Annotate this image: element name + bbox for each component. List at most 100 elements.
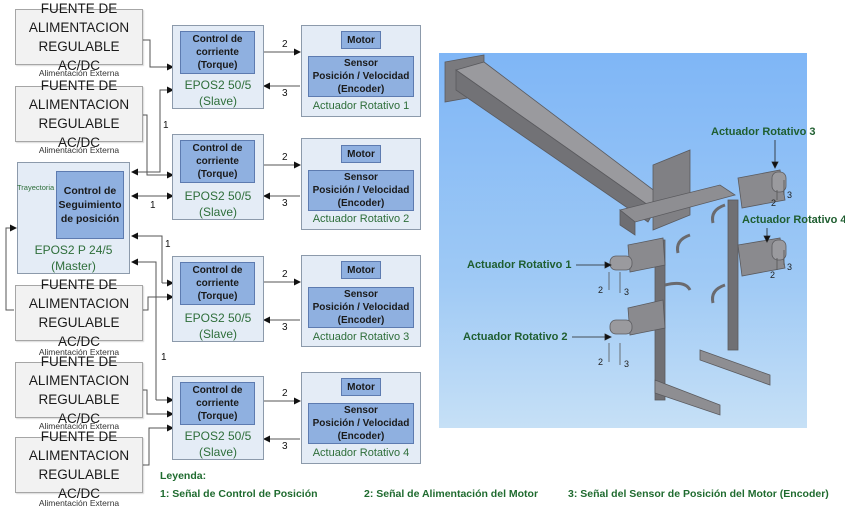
motor-2: Motor: [341, 145, 381, 163]
inner-line: corriente: [196, 398, 239, 409]
signal-3-label: 3: [282, 198, 288, 209]
slave-label-line: (Slave): [198, 327, 237, 341]
cad-pin-2: 2: [598, 285, 604, 295]
sensor-line: Posición / Velocidad: [312, 302, 410, 313]
cad-pin-3: 3: [624, 287, 630, 297]
ctrl-line-1: [158, 86, 174, 173]
cad-pin-3: 3: [787, 190, 793, 200]
power-line-master: [5, 224, 17, 311]
slave-label-2: EPOS2 50/5 (Slave): [172, 188, 264, 220]
inner-line: (Torque): [197, 169, 238, 180]
current-control-1: Control de corriente (Torque): [180, 31, 255, 74]
power-supply-line: REGULABLE AC/DC: [38, 315, 120, 349]
power-supply-line: ALIMENTACION: [28, 373, 130, 388]
sensor-line: Sensor: [344, 172, 378, 183]
slave-label-line: EPOS2 50/5: [184, 78, 252, 92]
power-line-4: [143, 389, 174, 418]
signal-1-label: 1: [165, 239, 171, 250]
current-control-3: Control de corriente (Torque): [180, 262, 255, 305]
beam-side: [455, 69, 656, 223]
power-supply-line: REGULABLE AC/DC: [38, 467, 120, 501]
right-foot: [699, 349, 771, 386]
inner-line: corriente: [196, 47, 239, 58]
power-supply-line: ALIMENTACION: [28, 296, 130, 311]
inner-line: Seguimiento: [58, 199, 122, 211]
actuator-label-2: Actuador Rotativo 2: [312, 213, 410, 225]
encoder-3: Sensor Posición / Velocidad (Encoder): [308, 287, 414, 328]
slave-label-line: (Slave): [198, 94, 237, 108]
legend-title: Leyenda:: [160, 470, 207, 482]
signal-1-label: 1: [163, 120, 169, 131]
inner-line: Control de: [192, 34, 243, 45]
cad-pin-2: 2: [771, 198, 777, 208]
power-supply-line: FUENTE DE: [40, 354, 118, 369]
signal-3-label: 3: [282, 322, 288, 333]
trajectory-label: Trayectoria: [17, 183, 55, 192]
signal-2-label: 2: [282, 269, 288, 280]
actuator-label-3: Actuador Rotativo 3: [312, 331, 410, 343]
cad-label-actuator-1: Actuador Rotativo 1: [467, 259, 572, 271]
power-supply-line: FUENTE DE: [40, 277, 118, 292]
signal-3-label: 3: [282, 441, 288, 452]
center-plate: [652, 149, 691, 231]
slave-label-line: EPOS2 50/5: [184, 429, 252, 443]
power-supply-2: FUENTE DE ALIMENTACION REGULABLE AC/DC: [15, 78, 143, 150]
power-line-5: [143, 424, 174, 466]
power-supply-line: FUENTE DE: [40, 78, 118, 93]
signal-2-label: 2: [282, 39, 288, 50]
sensor-line: (Encoder): [337, 315, 385, 326]
master-label-line: (Master): [51, 259, 96, 273]
slave-label-1: EPOS2 50/5 (Slave): [172, 77, 264, 109]
sensor-line: Sensor: [344, 289, 378, 300]
actuator-label-4: Actuador Rotativo 4: [312, 447, 410, 459]
inner-line: (Torque): [197, 60, 238, 71]
sensor-line: Sensor: [344, 405, 378, 416]
cad-label-actuator-3: Actuador Rotativo 3: [711, 126, 816, 138]
power-supply-line: REGULABLE AC/DC: [38, 39, 120, 73]
power-line-3: [143, 293, 174, 311]
power-supply-line: FUENTE DE: [40, 1, 118, 16]
inner-line: Control de: [63, 185, 117, 197]
power-supply-4: FUENTE DE ALIMENTACION REGULABLE AC/DC: [15, 354, 143, 426]
cad-label-actuator-4: Actuador Rotativo 4: [742, 214, 845, 226]
power-supply-caption: Alimentación Externa: [38, 498, 120, 508]
current-control-2: Control de corriente (Torque): [180, 140, 255, 183]
cad-pin-2: 2: [770, 270, 776, 280]
power-supply-line: ALIMENTACION: [28, 97, 130, 112]
inner-line: (Torque): [197, 291, 238, 302]
beam-top: [455, 61, 661, 211]
cad-pin-3: 3: [787, 262, 793, 272]
inner-line: de posición: [60, 213, 120, 225]
sensor-line: (Encoder): [337, 198, 385, 209]
master-label: EPOS2 P 24/5 (Master): [17, 242, 130, 274]
left-foot: [654, 379, 721, 416]
signal-2-label: 2: [282, 152, 288, 163]
power-supply-line: FUENTE DE: [40, 429, 118, 444]
encoder-2: Sensor Posición / Velocidad (Encoder): [308, 170, 414, 211]
signal-1-label: 1: [161, 352, 167, 363]
sensor-line: Posición / Velocidad: [312, 71, 410, 82]
position-tracking-control: Control de Seguimiento de posición: [56, 171, 124, 239]
signal-1-label: 1: [150, 200, 156, 211]
sensor-line: Sensor: [344, 58, 378, 69]
legend-item-1: 1: Señal de Control de Posición: [160, 488, 318, 500]
actuator-label-1: Actuador Rotativo 1: [312, 100, 410, 112]
legend-item-2: 2: Señal de Alimentación del Motor: [364, 488, 539, 500]
ctrl-line-4: [131, 258, 157, 400]
power-supply-caption: Alimentación Externa: [38, 68, 120, 78]
ctrl-line-3: [131, 232, 163, 283]
cad-pin-3: 3: [624, 359, 630, 369]
power-supply-line: REGULABLE AC/DC: [38, 116, 120, 150]
inner-line: (Torque): [197, 411, 238, 422]
motor-1: Motor: [341, 31, 381, 49]
power-supply-5: FUENTE DE ALIMENTACION REGULABLE AC/DC: [15, 429, 143, 501]
inner-line: corriente: [196, 156, 239, 167]
inner-line: Control de: [192, 385, 243, 396]
power-supply-1: FUENTE DE ALIMENTACION REGULABLE AC/DC: [15, 1, 143, 73]
slave-label-3: EPOS2 50/5 (Slave): [172, 310, 264, 342]
sensor-line: Posición / Velocidad: [312, 418, 410, 429]
power-supply-line: ALIMENTACION: [28, 20, 130, 35]
signal-2-label: 2: [282, 388, 288, 399]
inner-line: Control de: [192, 265, 243, 276]
master-label-line: EPOS2 P 24/5: [34, 243, 113, 257]
